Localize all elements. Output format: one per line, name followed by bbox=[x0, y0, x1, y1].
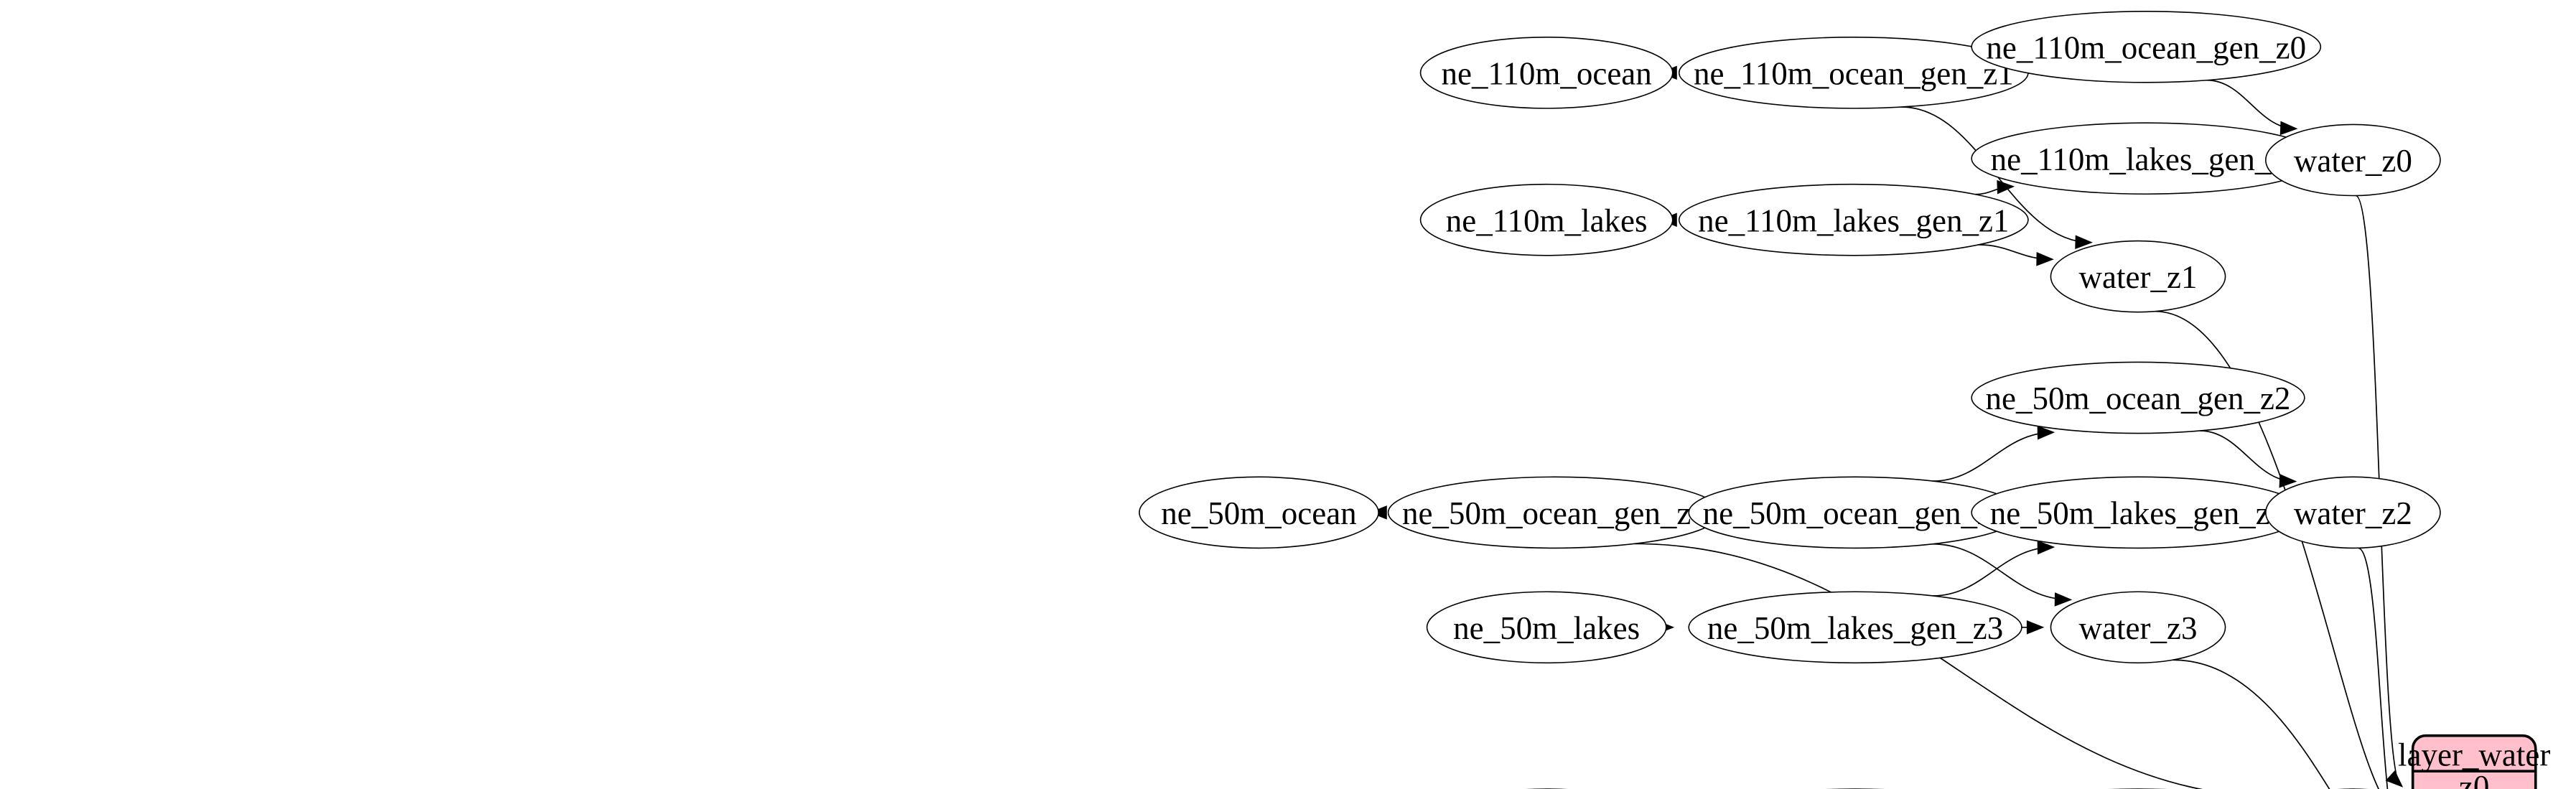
edge-water_z3-to-layer_water-z3 bbox=[2173, 660, 2401, 789]
layer-water-record[interactable] bbox=[2411, 734, 2537, 789]
edge-arrowhead bbox=[2385, 770, 2404, 788]
edges-layer bbox=[1369, 55, 2404, 789]
edge-arrowhead bbox=[2279, 474, 2297, 488]
edge-arrowhead bbox=[2026, 620, 2045, 635]
node-shape bbox=[1427, 592, 1666, 663]
node-ne_110m_ocean_gen_z1[interactable]: ne_110m_ocean_gen_z1 bbox=[1679, 37, 2028, 108]
node-label-ne_110m_ocean_gen_z1: ne_110m_ocean_gen_z1 bbox=[1694, 55, 2014, 91]
node-ne_110m_lakes_gen_z1[interactable]: ne_110m_lakes_gen_z1 bbox=[1679, 185, 2028, 256]
node-shape bbox=[1679, 185, 2028, 256]
edge-arrowhead bbox=[2054, 592, 2073, 607]
node-ne_110m_lakes[interactable]: ne_110m_lakes bbox=[1421, 185, 1673, 256]
node-water_z1[interactable]: water_z1 bbox=[2050, 241, 2225, 312]
node-label-water_z1: water_z1 bbox=[2079, 259, 2198, 295]
node-shape bbox=[2050, 241, 2225, 312]
edge-ne_50m_ocean_gen_z3-to-ne_50m_ocean_gen_z2 bbox=[1933, 432, 2053, 481]
edge-arrowhead bbox=[2037, 425, 2055, 440]
node-label-water_z3: water_z3 bbox=[2079, 610, 2198, 646]
node-shape bbox=[1421, 185, 1673, 256]
node-ne_50m_lakes_gen_z2[interactable]: ne_50m_lakes_gen_z2 bbox=[1971, 477, 2305, 548]
node-label-ne_50m_lakes: ne_50m_lakes bbox=[1453, 610, 1640, 646]
record-row-z0[interactable]: z0 bbox=[2459, 769, 2489, 789]
node-label-ne_110m_lakes_gen_z0: ne_110m_lakes_gen_z0 bbox=[1991, 141, 2302, 177]
node-label-water_z0: water_z0 bbox=[2294, 143, 2412, 179]
node-label-ne_50m_ocean_gen_z4: ne_50m_ocean_gen_z4 bbox=[1402, 495, 1707, 531]
nodes-layer: imposm3osm_water_polygonosm_ocean_polygo… bbox=[0, 11, 2440, 789]
node-shape bbox=[1971, 11, 2320, 83]
node-label-ne_50m_ocean_gen_z2: ne_50m_ocean_gen_z2 bbox=[1986, 381, 2291, 416]
edge-arrowhead bbox=[2075, 235, 2093, 250]
edge-ne_50m_lakes_gen_z3-to-ne_50m_lakes_gen_z2 bbox=[1933, 547, 2053, 596]
node-ne_110m_ocean_gen_z0[interactable]: ne_110m_ocean_gen_z0 bbox=[1971, 11, 2320, 83]
edge-ne_110m_ocean_gen_z0-to-water_z0 bbox=[2207, 80, 2295, 129]
edge-arrowhead bbox=[2037, 540, 2055, 555]
node-shape bbox=[1139, 477, 1378, 548]
edge-ne_50m_ocean_gen_z2-to-water_z2 bbox=[2200, 431, 2295, 482]
node-label-ne_110m_lakes_gen_z1: ne_110m_lakes_gen_z1 bbox=[1698, 202, 2009, 238]
node-shape bbox=[2266, 477, 2440, 548]
edge-ne_50m_ocean_gen_z3-to-water_z3 bbox=[1933, 544, 2070, 600]
node-ne_50m_ocean_gen_z3[interactable]: ne_50m_ocean_gen_z3 bbox=[1689, 477, 2022, 548]
node-label-ne_110m_lakes: ne_110m_lakes bbox=[1446, 202, 1648, 238]
node-label-ne_50m_ocean_gen_z3: ne_50m_ocean_gen_z3 bbox=[1703, 495, 2008, 531]
edge-water_z2-to-layer_water-z2 bbox=[2358, 548, 2402, 789]
edge-arrowhead bbox=[2036, 252, 2054, 266]
node-label-ne_110m_ocean: ne_110m_ocean bbox=[1442, 55, 1652, 91]
node-ne_110m_ocean[interactable]: ne_110m_ocean bbox=[1421, 37, 1673, 108]
node-shape bbox=[2266, 124, 2440, 195]
record-node-layer: layer_waterz0z1z2z3z4z5z6z7z8z9z10z11z12… bbox=[2398, 734, 2550, 789]
node-ne_50m_ocean_gen_z4[interactable]: ne_50m_ocean_gen_z4 bbox=[1389, 477, 1722, 548]
node-ne_50m_ocean[interactable]: ne_50m_ocean bbox=[1139, 477, 1378, 548]
node-label-water_z2: water_z2 bbox=[2294, 495, 2412, 531]
node-label-ne_50m_lakes_gen_z3: ne_50m_lakes_gen_z3 bbox=[1707, 610, 2003, 646]
edge-arrowhead bbox=[2279, 121, 2298, 136]
node-ne_50m_lakes_gen_z3[interactable]: ne_50m_lakes_gen_z3 bbox=[1689, 592, 2022, 663]
node-ne_50m_ocean_gen_z2[interactable]: ne_50m_ocean_gen_z2 bbox=[1971, 362, 2305, 433]
edge-ne_50m_ocean_gen_z4-to-water_z4 bbox=[1635, 543, 2284, 789]
node-shape bbox=[2050, 592, 2225, 663]
node-label-ne_110m_ocean_gen_z0: ne_110m_ocean_gen_z0 bbox=[1986, 29, 2306, 65]
node-label-ne_50m_lakes_gen_z2: ne_50m_lakes_gen_z2 bbox=[1990, 495, 2286, 531]
node-shape bbox=[1971, 362, 2305, 433]
edge-water_z1-to-layer_water-z1 bbox=[2155, 312, 2402, 789]
node-label-ne_50m_ocean: ne_50m_ocean bbox=[1161, 495, 1356, 531]
node-ne_110m_lakes_gen_z0[interactable]: ne_110m_lakes_gen_z0 bbox=[1971, 123, 2320, 194]
node-water_z2[interactable]: water_z2 bbox=[2266, 477, 2440, 548]
edge-arrowhead bbox=[1997, 179, 2015, 195]
layer-water-title: layer_water bbox=[2398, 737, 2550, 773]
node-shape bbox=[1421, 37, 1673, 108]
node-shape bbox=[1689, 592, 2022, 663]
node-ne_50m_lakes[interactable]: ne_50m_lakes bbox=[1427, 592, 1666, 663]
node-water_z3[interactable]: water_z3 bbox=[2050, 592, 2225, 663]
node-water_z0[interactable]: water_z0 bbox=[2266, 124, 2440, 195]
